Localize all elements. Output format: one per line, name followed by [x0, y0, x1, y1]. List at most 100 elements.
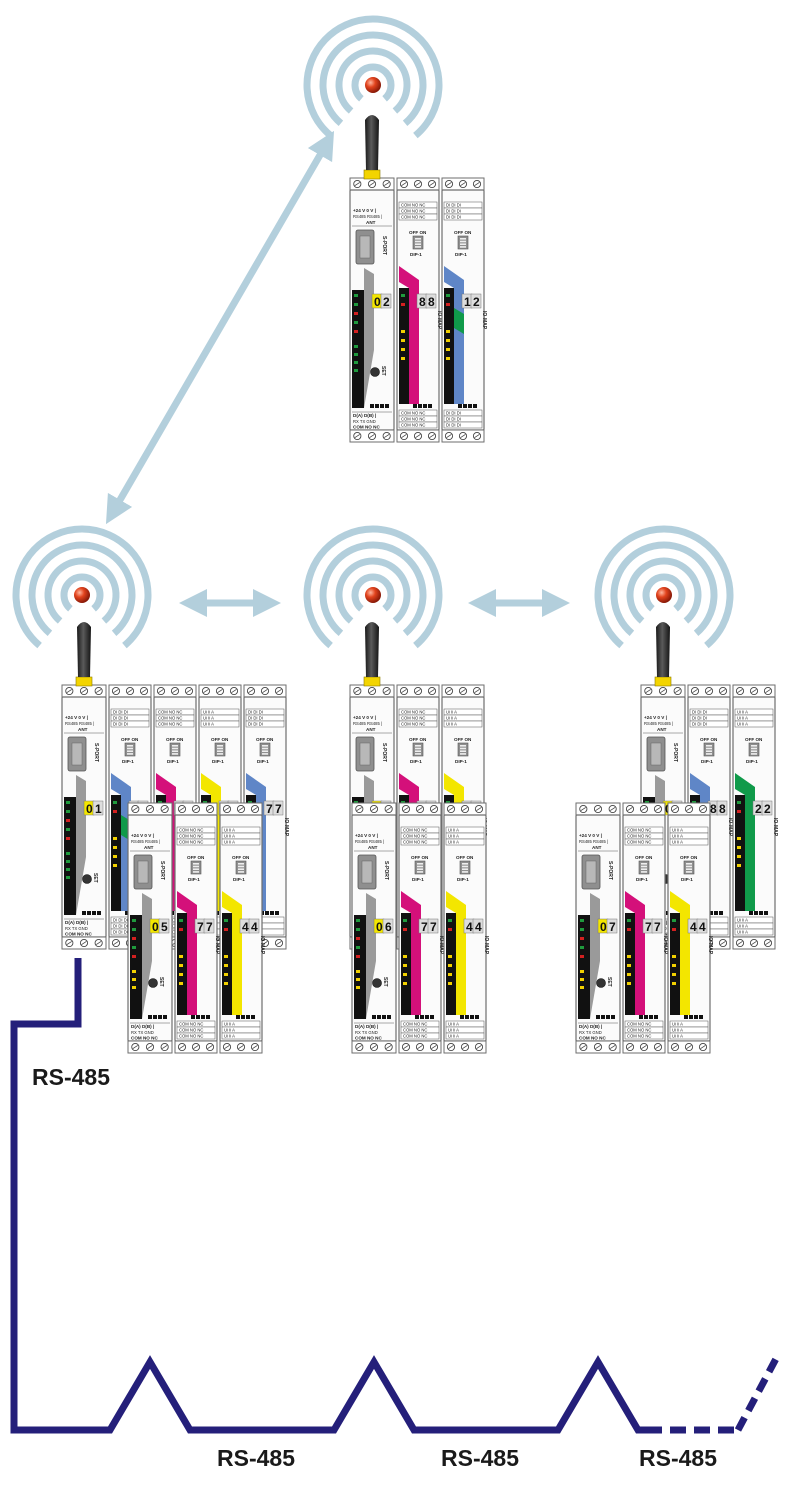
screw-slot — [672, 807, 678, 811]
head-header-1: +24 V 0 V | — [65, 715, 88, 720]
head-sport-label: S-PORT — [381, 743, 387, 762]
status-led-icon — [356, 919, 360, 922]
status-led-icon — [356, 928, 360, 931]
io-map-label: IO-MAP — [727, 818, 733, 837]
io-bottom-label-text: COM NO NC — [401, 423, 425, 428]
head-header-3: ANT — [366, 220, 376, 225]
screw-slot — [147, 807, 153, 811]
io-top-label-text: COM NO NC — [627, 828, 651, 833]
io-offon-label: OFF ON — [680, 855, 698, 860]
status-led-icon — [354, 321, 358, 324]
io-top-label-text: Ui Ii A — [672, 840, 683, 845]
rotary-switch-2 — [158, 918, 170, 934]
screw-slot — [446, 689, 452, 693]
dip-lever — [417, 865, 423, 868]
head-digit-1: 0 — [376, 920, 383, 934]
wave-ring — [642, 573, 686, 612]
status-square — [423, 404, 427, 408]
io-bottom-label-text: Ui Ii A — [672, 1034, 683, 1039]
io-led-icon — [113, 864, 117, 867]
status-square — [265, 911, 269, 915]
io-led-icon — [403, 973, 407, 976]
io-top-label-text: COM NO NC — [179, 828, 203, 833]
screw-slot — [356, 1045, 362, 1049]
screw-slot — [765, 689, 771, 693]
status-square — [644, 1015, 648, 1019]
io-led-icon — [448, 982, 452, 985]
dip-switch-icon — [214, 742, 226, 757]
dip-lever — [262, 745, 268, 747]
dip-lever — [460, 747, 466, 750]
screw-slot — [386, 807, 392, 811]
io-digit-1: 8 — [710, 802, 717, 816]
io-bottom-label-text: Ui Ii A — [448, 1034, 459, 1039]
io-bottom-label-text: DI DI DI — [113, 930, 128, 935]
screw-slot — [700, 1045, 706, 1049]
dip-lever — [415, 243, 421, 245]
io-dip-label: DIP-1 — [233, 877, 245, 882]
io-led-panel — [111, 795, 121, 911]
dip-lever — [172, 745, 178, 747]
dip-lever — [193, 868, 199, 870]
screw-slot — [580, 807, 586, 811]
screw-slot — [448, 1045, 454, 1049]
dip-lever — [415, 240, 421, 243]
dip-lever — [127, 753, 133, 755]
status-square — [418, 404, 422, 408]
screw-slot — [737, 689, 743, 693]
head-digit-1: 0 — [152, 920, 159, 934]
io-top-label-text: COM NO NC — [179, 840, 203, 845]
screw-slot — [460, 434, 466, 438]
io-offon-label: OFF ON — [454, 230, 472, 235]
io-led-icon — [737, 810, 741, 813]
io-bottom-label — [443, 421, 483, 429]
io-dip-label: DIP-1 — [636, 877, 648, 882]
io-top-label-text: Ui Ii A — [446, 722, 457, 727]
screw-slot — [700, 807, 706, 811]
dip-lever — [172, 753, 178, 755]
head-sport-label: S-PORT — [672, 743, 678, 762]
io-bottom-label-text: DI DI DI — [446, 411, 461, 416]
io-digit-1: 7 — [645, 920, 652, 934]
screw-slot — [132, 807, 138, 811]
io-led-icon — [403, 928, 407, 931]
status-led-icon — [354, 303, 358, 306]
io-bottom-label-text: Ui Ii A — [448, 1022, 459, 1027]
head-footer-3: COM NO NC — [353, 425, 380, 430]
dip-lever — [127, 747, 133, 750]
wave-ring — [12, 525, 152, 649]
io-top-label-text: Ui Ii A — [446, 716, 457, 721]
io-rotary-2 — [716, 800, 728, 816]
screw-slot — [238, 807, 244, 811]
screw-slot — [158, 689, 164, 693]
io-dip-label: DIP-1 — [455, 252, 467, 257]
head-header-2: RS485 RS485 | — [65, 721, 94, 726]
status-square — [654, 1015, 658, 1019]
screw-slot — [476, 1045, 482, 1049]
io-top-label-text: COM NO NC — [401, 203, 425, 208]
dip-lever — [262, 747, 268, 750]
rotary-switch-2 — [606, 918, 618, 934]
io-led-icon — [672, 955, 676, 958]
io-rotary-2 — [472, 918, 484, 934]
dip-switch-icon — [412, 742, 424, 757]
io-bottom-label-text: Ui Ii A — [224, 1028, 235, 1033]
io-bottom-label-text: Ui Ii A — [448, 1028, 459, 1033]
link-arrow-diagonal — [105, 130, 335, 525]
set-button — [148, 978, 158, 988]
io-led-icon — [672, 982, 676, 985]
io-led-icon — [113, 837, 117, 840]
status-led-icon — [580, 946, 584, 949]
status-square — [246, 1015, 250, 1019]
io-led-icon — [737, 855, 741, 858]
dip-switch-icon — [638, 860, 650, 875]
io-top-label-text: COM NO NC — [401, 710, 425, 715]
screw-slot — [720, 689, 726, 693]
io-digit-2: 7 — [654, 920, 661, 934]
io-led-icon — [224, 973, 228, 976]
head-header-1: +24 V 0 V | — [353, 715, 376, 720]
head-grey-strip — [366, 893, 376, 1019]
screw-slot — [446, 434, 452, 438]
signal-led-icon — [354, 353, 358, 356]
io-bottom-label — [669, 1032, 709, 1040]
